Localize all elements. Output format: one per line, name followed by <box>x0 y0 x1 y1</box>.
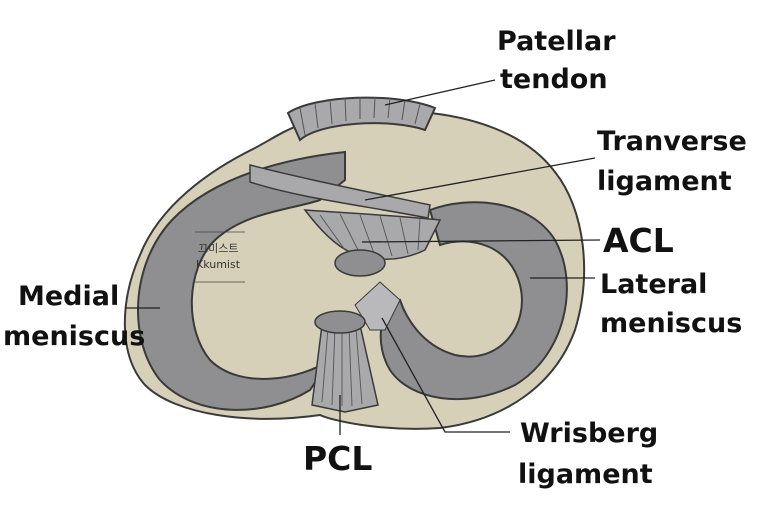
label-lateral-meniscus: Lateral meniscus <box>600 269 742 339</box>
leader-patellar-tendon <box>384 79 496 106</box>
leader-acl <box>361 239 601 243</box>
svg-text:ligament: ligament <box>518 459 653 490</box>
patellar-tendon-striations <box>299 96 421 136</box>
label-pcl: PCL <box>303 439 372 478</box>
acl-fibers <box>319 213 421 257</box>
label-medial-meniscus: Medial meniscus <box>3 281 145 352</box>
svg-text:Lateral: Lateral <box>600 269 707 300</box>
transverse-ligament <box>249 164 431 219</box>
watermark-latin: Kkumist <box>196 258 241 271</box>
label-wrisberg-ligament: Wrisberg ligament <box>518 418 658 490</box>
leader-lines <box>125 79 601 435</box>
watermark-korean: 끄미스트 <box>198 242 238 255</box>
pcl-fibers <box>321 327 363 407</box>
pcl-origin <box>314 310 366 334</box>
wrisberg-ligament <box>354 281 401 331</box>
svg-text:meniscus: meniscus <box>600 308 742 339</box>
lateral-meniscus <box>379 201 568 401</box>
svg-text:tendon: tendon <box>500 64 608 95</box>
medial-meniscus <box>137 150 346 411</box>
label-transverse-ligament: Tranverse ligament <box>597 126 747 197</box>
svg-text:meniscus: meniscus <box>3 321 145 352</box>
svg-text:ligament: ligament <box>597 166 732 197</box>
leader-transverse-ligament <box>364 157 596 201</box>
label-patellar-tendon: Patellar tendon <box>497 26 616 95</box>
svg-text:Wrisberg: Wrisberg <box>520 418 658 449</box>
tibial-spine <box>334 249 386 277</box>
leader-wrisberg-ligament <box>381 317 510 433</box>
svg-text:Patellar: Patellar <box>497 26 616 57</box>
svg-text:Tranverse: Tranverse <box>597 126 747 157</box>
svg-text:Medial: Medial <box>18 281 119 312</box>
label-acl: ACL <box>603 221 674 260</box>
patellar-tendon <box>286 96 437 142</box>
watermark: 끄미스트 Kkumist <box>195 231 245 283</box>
